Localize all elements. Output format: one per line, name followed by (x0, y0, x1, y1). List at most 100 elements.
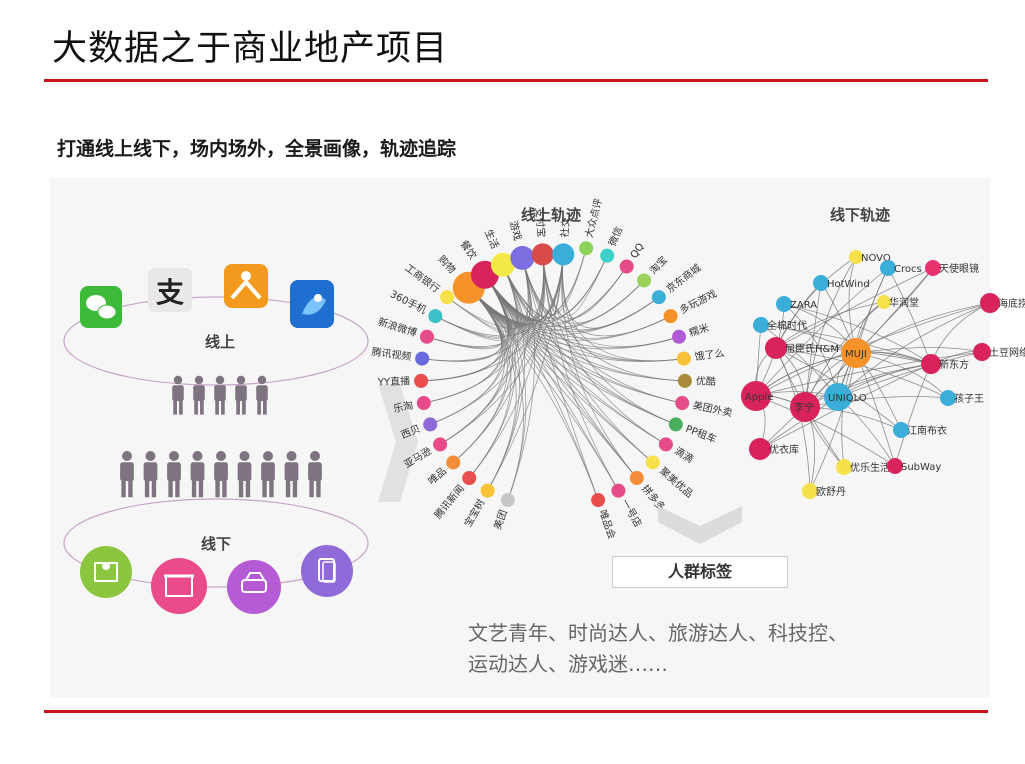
online-graph-edge (561, 254, 638, 479)
online-graph-node (637, 273, 652, 288)
online-label: 线上 (205, 333, 235, 351)
online-graph-edge (542, 254, 667, 445)
offline-graph-node (980, 293, 1000, 313)
online-graph-edge (521, 257, 683, 404)
online-graph-node-label: 购物 (435, 252, 458, 275)
offline-graph-edge (837, 267, 889, 398)
online-graph-node (440, 290, 455, 305)
offline-graph-node-label: Crocs (894, 264, 922, 275)
offline-graph-node-label: 华润堂 (889, 296, 919, 309)
offline-graph-edge (804, 282, 822, 408)
qq-browser-icon (290, 280, 334, 328)
online-graph-node-label: 多玩游戏 (677, 287, 719, 317)
online-users-icon (172, 375, 268, 415)
online-graph-node (552, 243, 575, 266)
online-graph-node-label: QQ (629, 241, 647, 260)
car-icon (227, 560, 281, 614)
offline-graph-edge (775, 301, 885, 349)
offline-graph-node (753, 317, 769, 333)
online-graph-node-label: 社交 (558, 217, 573, 238)
down-chevron-icon (658, 506, 742, 544)
online-graph-node (414, 373, 429, 388)
online-graph-node (676, 351, 691, 366)
online-graph-node (672, 329, 687, 344)
offline-graph-node-label: 天使眼镜 (939, 262, 979, 275)
offline-graph-node (824, 383, 852, 411)
online-graph-node-label: 生活 (482, 227, 502, 251)
online-graph-edge (542, 254, 628, 319)
online-graph-node (591, 493, 606, 508)
offline-graph-node (921, 354, 941, 374)
store-icon (151, 558, 207, 614)
online-graph-node-label: 餐饮 (458, 238, 480, 262)
online-graph-edge (542, 254, 619, 491)
offline-graph-node-label: 优乐生活 (850, 461, 890, 474)
online-graph-node-label: 聚美优品 (657, 464, 696, 500)
page-subtitle: 打通线上线下，场内场外，全景画像，轨迹追踪 (57, 138, 457, 160)
offline-graph-node-label: 海底捞 (998, 297, 1025, 310)
online-graph-node-label: 饿了么 (694, 347, 725, 363)
persona-label-box: 人群标签 (612, 556, 788, 588)
online-graph-edge (521, 257, 599, 501)
online-graph-node (415, 351, 430, 366)
online-graph-edge (426, 257, 529, 347)
offline-graph-edge (855, 347, 983, 354)
offline-graph-node (887, 458, 903, 474)
offline-graph-node-label: 屈臣氏H&M (785, 343, 839, 355)
online-graph-node-label: 优酷 (696, 374, 716, 388)
offline-graph-edge (775, 267, 934, 349)
online-graph-node-label: 美团 (491, 508, 510, 531)
offline-ellipse (63, 498, 369, 588)
online-graph-node (500, 493, 515, 508)
online-graph-node (668, 417, 683, 432)
online-graph-node-label: 宝宝树 (461, 497, 487, 530)
offline-graph-node-label: 新东方 (939, 358, 969, 371)
map-icon (80, 546, 132, 598)
offline-graph-node-label: Apple (745, 392, 773, 403)
offline-graph-edge (804, 267, 934, 408)
online-graph-node-label: 唯品 (426, 465, 449, 487)
app-icon (224, 264, 268, 308)
offline-graph-edge (783, 303, 932, 365)
bottom-divider (44, 710, 988, 713)
online-ellipse (63, 296, 369, 386)
online-graph-node (416, 396, 431, 411)
online-graph-node (677, 373, 692, 388)
online-graph-node-label: 美团外卖 (692, 398, 734, 419)
online-graph-title: 线上轨迹 (521, 206, 581, 224)
online-graph-node (462, 471, 477, 486)
offline-graph-edge (759, 363, 932, 450)
offline-graph-node (841, 338, 871, 368)
offline-graph-node (813, 275, 829, 291)
online-graph-node (645, 455, 660, 470)
online-graph-node-label: 糯米 (687, 321, 710, 339)
online-graph-edge (562, 254, 676, 425)
online-graph-node-label: 腾讯新闻 (431, 482, 466, 521)
right-arrow-icon (378, 384, 418, 502)
offline-graph-edge (804, 256, 857, 408)
online-graph-edge (484, 274, 599, 501)
svg-text:支: 支 (156, 276, 184, 309)
online-graph-node (419, 329, 434, 344)
offline-graph-edge (837, 302, 991, 398)
offline-graph-node (880, 260, 896, 276)
online-graph-node (600, 248, 615, 263)
offline-graph-node (765, 337, 787, 359)
online-graph-node-label: 一号店 (619, 497, 645, 530)
offline-graph-edge (887, 267, 932, 365)
online-graph-node (480, 483, 495, 498)
offline-graph-node (790, 392, 820, 422)
online-graph-node-label: 支付宝 (533, 207, 548, 238)
online-graph-node (619, 259, 634, 274)
offline-graph-node (940, 390, 956, 406)
offline-graph-node-label: NOVO (861, 253, 891, 264)
offline-graph-edge (755, 351, 983, 397)
online-graph-node (531, 243, 554, 266)
offline-graph-node-label: 欧舒丹 (816, 485, 846, 498)
offline-graph-node (749, 438, 771, 460)
offline-graph-node (973, 343, 991, 361)
offline-graph-node-label: ZARA (790, 300, 817, 311)
online-graph-node (658, 437, 673, 452)
offline-graph-node (893, 422, 909, 438)
